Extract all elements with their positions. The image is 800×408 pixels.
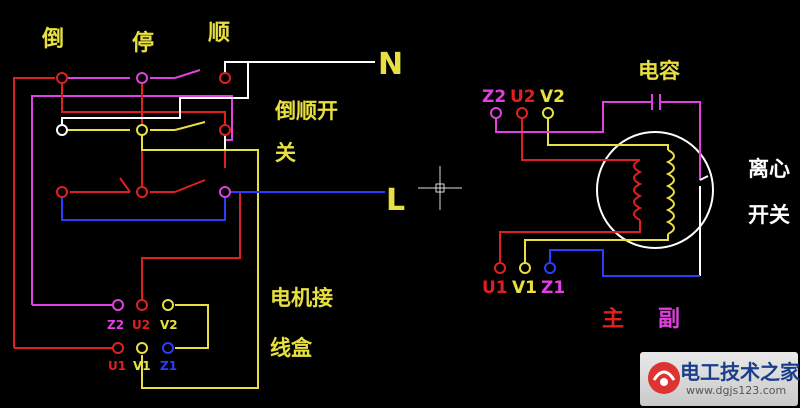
motor-label-z1: Z1 [541, 278, 565, 298]
blue-wires [61, 191, 385, 221]
label-centrifugal-line2: 开关 [748, 203, 790, 227]
motor-label-v2: V2 [540, 87, 565, 107]
watermark-url: www.dgjs123.com [686, 384, 787, 397]
capacitor-circuit [495, 94, 701, 180]
label-box-line2: 线盒 [270, 336, 313, 360]
label-l: L [386, 183, 405, 218]
label-capacitor: 电容 [638, 59, 680, 83]
label-switch-line2: 关 [275, 141, 296, 165]
crosshair-icon [418, 166, 462, 210]
switch-terminals [56, 72, 231, 198]
label-n: N [378, 47, 403, 82]
label-stop: 停 [132, 30, 154, 56]
box-label-z2: Z2 [107, 318, 124, 332]
junction-box-terminals [112, 299, 174, 354]
label-box-line1: 电机接 [270, 286, 333, 310]
motor-label-u1: U1 [482, 278, 508, 298]
label-reverse: 倒 [41, 27, 64, 52]
centrifugal-switch [699, 175, 709, 276]
motor-label-z2: Z2 [482, 87, 506, 107]
box-label-z1: Z1 [160, 359, 177, 373]
aux-winding [524, 118, 675, 268]
watermark-title: 电工技术之家 [680, 360, 800, 384]
box-label-v1: V1 [133, 359, 151, 373]
box-label-v2: V2 [160, 318, 178, 332]
motor-stator-circle [596, 131, 714, 249]
motor-label-u2: U2 [510, 87, 536, 107]
watermark-logo-icon [648, 362, 680, 394]
motor-label-v1: V1 [512, 278, 537, 298]
z1-wire [549, 249, 700, 277]
label-main: 主 [602, 307, 624, 332]
box-label-u2: U2 [132, 318, 150, 332]
label-aux: 副 [658, 307, 680, 332]
label-centrifugal-line1: 离心 [748, 157, 790, 181]
yellow-wires [68, 121, 259, 389]
label-forward: 顺 [208, 21, 230, 46]
label-switch-line1: 倒顺开 [274, 99, 338, 123]
motor-terminals [490, 107, 556, 274]
box-label-u1: U1 [108, 359, 126, 373]
magenta-wires [31, 69, 233, 306]
main-winding [499, 118, 643, 268]
